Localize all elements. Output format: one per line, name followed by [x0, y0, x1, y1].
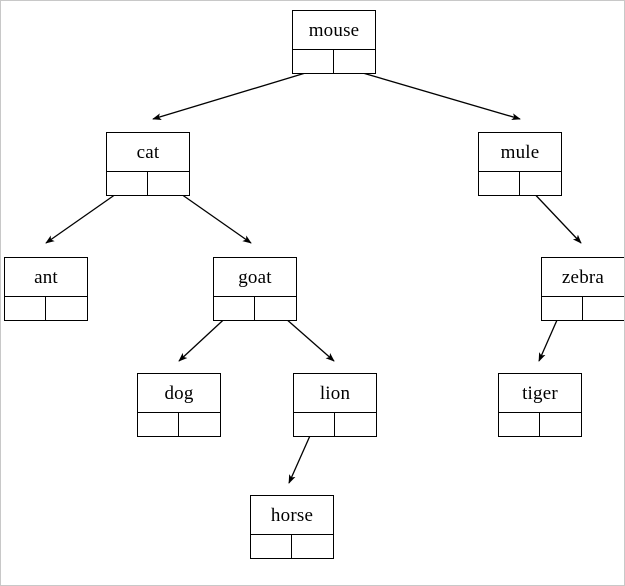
tree-node-right-pointer-cell — [334, 50, 375, 73]
tree-node-pointer-row — [107, 172, 189, 195]
tree-node-pointer-row — [293, 50, 375, 73]
tree-node-pointer-row — [479, 172, 561, 195]
tree-node-zebra[interactable]: zebra — [541, 257, 624, 321]
tree-node-tiger[interactable]: tiger — [498, 373, 582, 437]
tree-node-label: mule — [479, 133, 561, 172]
tree-edge-mouse-to-mule — [355, 70, 521, 121]
tree-node-goat[interactable]: goat — [213, 257, 297, 321]
tree-node-right-pointer-cell — [255, 297, 296, 320]
tree-node-pointer-row — [5, 297, 87, 320]
tree-node-label: tiger — [499, 374, 581, 413]
tree-node-right-pointer-cell — [520, 172, 561, 195]
tree-node-left-pointer-cell — [107, 172, 148, 195]
tree-node-label: dog — [138, 374, 220, 413]
tree-node-left-pointer-cell — [542, 297, 583, 320]
tree-node-pointer-row — [499, 413, 581, 436]
tree-node-lion[interactable]: lion — [293, 373, 377, 437]
tree-node-label: horse — [251, 496, 333, 535]
tree-node-label: ant — [5, 258, 87, 297]
tree-node-label: lion — [294, 374, 376, 413]
tree-node-right-pointer-cell — [148, 172, 189, 195]
tree-node-right-pointer-cell — [583, 297, 624, 320]
tree-node-left-pointer-cell — [479, 172, 520, 195]
tree-node-label: mouse — [293, 11, 375, 50]
tree-node-right-pointer-cell — [46, 297, 87, 320]
tree-node-pointer-row — [138, 413, 220, 436]
tree-node-left-pointer-cell — [5, 297, 46, 320]
tree-edge-lion-to-horse — [288, 428, 314, 484]
tree-node-dog[interactable]: dog — [137, 373, 221, 437]
tree-node-ant[interactable]: ant — [4, 257, 88, 321]
tree-node-right-pointer-cell — [335, 413, 376, 436]
tree-node-pointer-row — [251, 535, 333, 558]
tree-node-left-pointer-cell — [251, 535, 292, 558]
tree-node-mouse[interactable]: mouse — [292, 10, 376, 74]
tree-node-right-pointer-cell — [292, 535, 333, 558]
tree-node-left-pointer-cell — [138, 413, 179, 436]
tree-node-mule[interactable]: mule — [478, 132, 562, 196]
tree-node-label: goat — [214, 258, 296, 297]
tree-node-left-pointer-cell — [294, 413, 335, 436]
tree-node-pointer-row — [214, 297, 296, 320]
tree-node-label: cat — [107, 133, 189, 172]
tree-node-pointer-row — [542, 297, 624, 320]
tree-edge-mouse-to-cat — [152, 70, 313, 120]
tree-node-pointer-row — [294, 413, 376, 436]
tree-node-left-pointer-cell — [499, 413, 540, 436]
tree-node-left-pointer-cell — [214, 297, 255, 320]
tree-node-right-pointer-cell — [540, 413, 581, 436]
tree-node-left-pointer-cell — [293, 50, 334, 73]
tree-node-cat[interactable]: cat — [106, 132, 190, 196]
tree-node-right-pointer-cell — [179, 413, 220, 436]
tree-node-horse[interactable]: horse — [250, 495, 334, 559]
tree-node-label: zebra — [542, 258, 624, 297]
